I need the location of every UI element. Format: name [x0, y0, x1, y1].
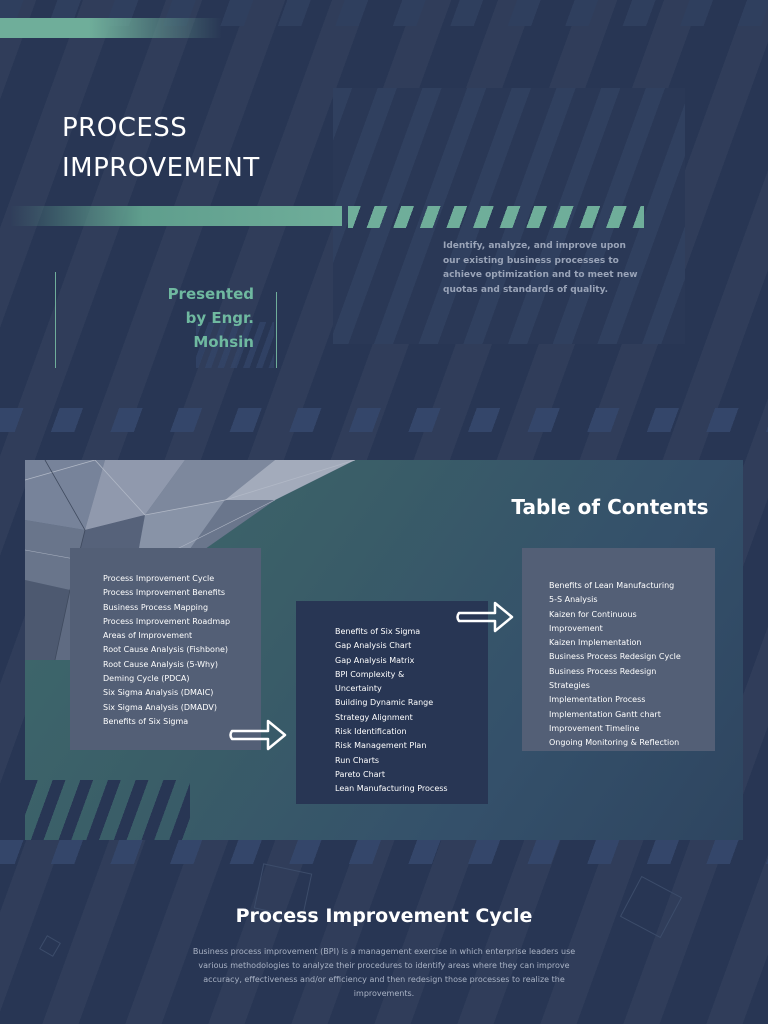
toc-item[interactable]: Benefits of Six Sigma: [335, 627, 421, 636]
toc-item[interactable]: Implementation Process: [549, 695, 646, 705]
arrow-right-icon: [456, 601, 514, 633]
presented-line-1: Presented: [167, 285, 254, 303]
accent-dashes: [348, 206, 644, 228]
title-line-2: IMPROVEMENT: [62, 153, 260, 183]
toc-list-3: Benefits of Lean Manufacturing 5-S Analy…: [549, 579, 709, 751]
toc-item[interactable]: Ongoing Monitoring & Reflection: [549, 738, 680, 748]
toc-item[interactable]: Business Process Redesign: [549, 666, 657, 676]
toc-item[interactable]: Process Improvement Benefits: [103, 588, 225, 598]
toc-item[interactable]: Risk Identification: [335, 727, 407, 737]
toc-item[interactable]: Gap Analysis Matrix: [335, 655, 415, 665]
toc-item[interactable]: Root Cause Analysis (5-Why): [103, 659, 218, 669]
toc-list-2: Benefits of Six Sigma Gap Analysis Chart…: [335, 625, 475, 797]
toc-column-1: Process Improvement Cycle Process Improv…: [70, 548, 261, 750]
toc-item[interactable]: Improvement Timeline: [549, 723, 640, 733]
toc-item[interactable]: Deming Cycle (PDCA): [103, 674, 190, 684]
page-title: PROCESS IMPROVEMENT: [62, 108, 362, 188]
toc-item[interactable]: Strategies: [549, 681, 590, 691]
toc-item[interactable]: Kaizen for Continuous: [549, 609, 637, 619]
toc-heading: Table of Contents: [511, 495, 709, 519]
description-text: Identify, analyze, and improve upon our …: [443, 241, 638, 295]
divider-stripe-band: [0, 408, 768, 432]
toc-item[interactable]: Building Dynamic Range: [335, 698, 434, 708]
toc-item[interactable]: Process Improvement Cycle: [103, 574, 215, 583]
section-body: Business process improvement (BPI) is a …: [192, 947, 576, 998]
presented-line-3: Mohsin: [193, 333, 254, 351]
presented-line-2: by Engr.: [185, 309, 254, 327]
toc-item[interactable]: Business Process Mapping: [103, 602, 209, 612]
toc-item[interactable]: Pareto Chart: [335, 769, 385, 779]
toc-item[interactable]: Six Sigma Analysis (DMADV): [103, 702, 217, 712]
accent-bar-top: [0, 18, 222, 38]
toc-item[interactable]: Root Cause Analysis (Fishbone): [103, 645, 229, 655]
toc-item[interactable]: Areas of Improvement: [103, 631, 193, 641]
bottom-stripes: [25, 780, 190, 840]
toc-item[interactable]: Run Charts: [335, 755, 380, 765]
toc-item[interactable]: Process Improvement Roadmap: [103, 616, 231, 626]
accent-bar-horizontal: [10, 206, 342, 226]
toc-item[interactable]: 5-S Analysis: [549, 595, 598, 605]
toc-item[interactable]: Uncertainty: [335, 684, 382, 694]
small-stripes: [196, 322, 274, 368]
title-line-1: PROCESS: [62, 113, 188, 143]
toc-column-2: Benefits of Six Sigma Gap Analysis Chart…: [296, 601, 488, 804]
toc-item[interactable]: Business Process Redesign Cycle: [549, 652, 681, 662]
toc-item[interactable]: Benefits of Lean Manufacturing: [549, 581, 675, 590]
toc-column-3: Benefits of Lean Manufacturing 5-S Analy…: [522, 548, 715, 751]
presenter-credit: Presented by Engr. Mohsin: [140, 282, 254, 354]
toc-list-1: Process Improvement Cycle Process Improv…: [103, 572, 230, 729]
arrow-right-icon: [229, 719, 287, 751]
toc-item[interactable]: Implementation Gantt chart: [549, 709, 661, 719]
section-title: Process Improvement Cycle: [235, 905, 533, 927]
toc-item[interactable]: Improvement: [549, 623, 603, 633]
toc-item[interactable]: Gap Analysis Chart: [335, 641, 412, 651]
toc-item[interactable]: Risk Management Plan: [335, 741, 427, 751]
toc-item[interactable]: Strategy Alignment: [335, 712, 413, 722]
divider-line-left: [55, 272, 56, 368]
toc-item[interactable]: Lean Manufacturing Process: [335, 784, 448, 794]
toc-item[interactable]: BPI Complexity &: [335, 669, 405, 679]
toc-item[interactable]: Benefits of Six Sigma: [103, 716, 189, 726]
divider-line-right: [276, 292, 277, 368]
toc-item[interactable]: Six Sigma Analysis (DMAIC): [103, 688, 214, 698]
divider-stripe-band-2: [0, 840, 768, 864]
toc-item[interactable]: Kaizen Implementation: [549, 638, 642, 648]
